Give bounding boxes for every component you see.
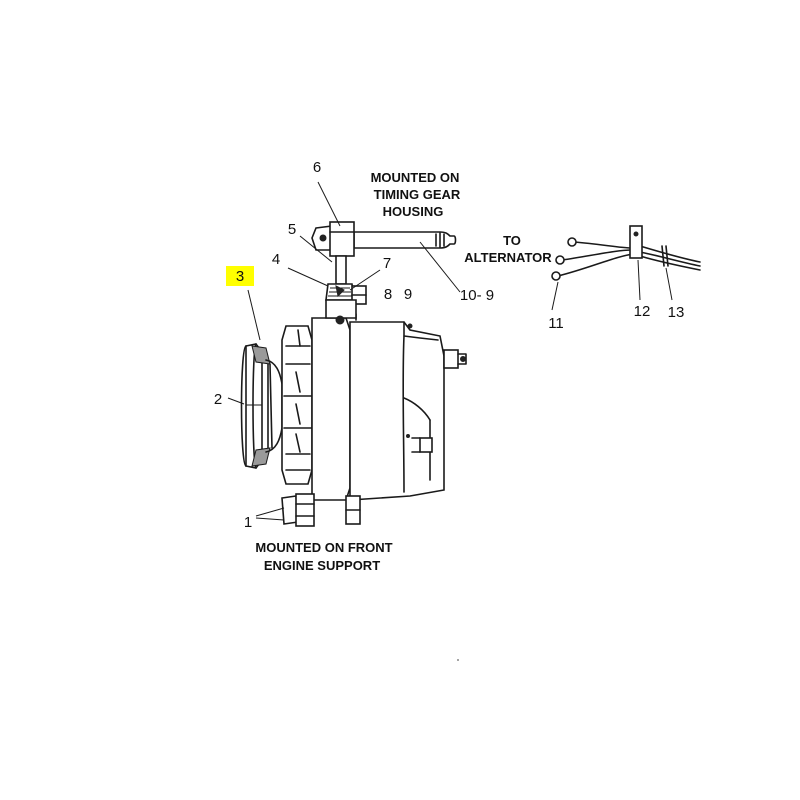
callout-8: 8 (384, 286, 392, 303)
callout-11: 11 (548, 315, 564, 332)
callout-5: 5 (288, 221, 296, 238)
leader-lines (227, 181, 673, 521)
callout-1: 1 (244, 514, 252, 531)
callout-3: 3 (236, 268, 244, 285)
stray-mark (457, 659, 459, 661)
caption-timing-gear-3: HOUSING (383, 204, 444, 219)
wiring-harness (551, 225, 701, 281)
callout-9: 9 (404, 286, 412, 303)
callout-12: 12 (634, 303, 651, 320)
caption-alternator-1: TO (503, 233, 521, 248)
callout-2: 2 (214, 391, 222, 408)
mounting-bolt-lower (281, 493, 361, 527)
callout-13: 13 (668, 304, 685, 321)
caption-timing-gear-1: MOUNTED ON (371, 170, 460, 185)
callout-3-highlight (226, 266, 254, 286)
callout-10-9: 10- 9 (460, 287, 494, 304)
caption-timing-gear-2: TIMING GEAR (374, 187, 461, 202)
caption-front-support-2: ENGINE SUPPORT (264, 558, 380, 573)
cooling-fan (281, 325, 313, 485)
adjusting-bracket (311, 221, 457, 325)
alternator-body (311, 313, 467, 501)
callout-7: 7 (383, 255, 391, 272)
caption-alternator-2: ALTERNATOR (464, 250, 552, 265)
callout-4: 4 (272, 251, 280, 268)
callout-6: 6 (313, 159, 321, 176)
caption-front-support-1: MOUNTED ON FRONT (255, 540, 392, 555)
pulley (240, 343, 283, 469)
